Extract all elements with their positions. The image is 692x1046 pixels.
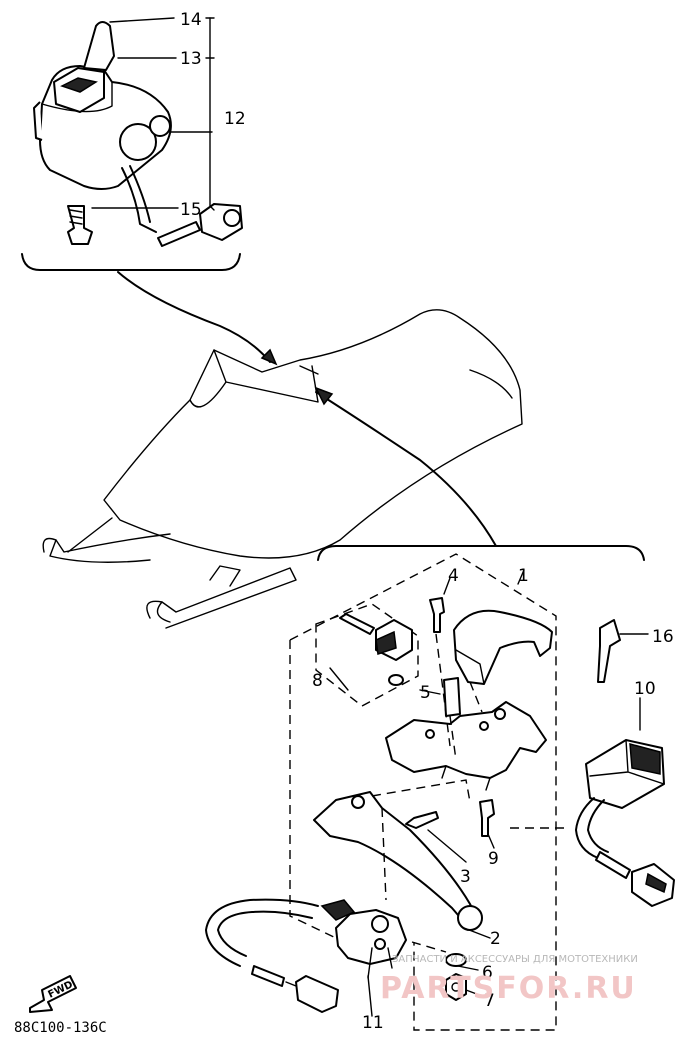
assembly-dashed-frame	[289, 553, 557, 1031]
callout-7: 7	[484, 991, 495, 1011]
part-clamp-cover	[453, 609, 553, 685]
callout-5: 5	[420, 683, 431, 703]
diagram-code: 88C100-136C	[14, 1020, 107, 1036]
callout-9: 9	[488, 849, 499, 869]
snowmobile-outline	[42, 309, 523, 629]
callout-15: 15	[180, 200, 202, 220]
connector-cable-upper	[117, 271, 271, 363]
callout-14: 14	[180, 10, 202, 30]
callout-12: 12	[224, 109, 246, 129]
part-2-lever-ball	[457, 905, 483, 931]
callout-10: 10	[634, 679, 656, 699]
arrow-head-upper	[260, 348, 278, 366]
part-4-bolt	[429, 597, 445, 633]
callout-16: 16	[652, 627, 674, 647]
detail-housing-assembly	[21, 17, 243, 271]
callout-6: 6	[482, 963, 493, 983]
part-5-sleeve	[443, 677, 461, 717]
main-assembly-bracket	[317, 545, 645, 561]
part-7-nut	[445, 973, 467, 1001]
callout-2: 2	[490, 929, 501, 949]
watermark-brand: PARTSFOR.RU	[380, 971, 637, 1006]
part-lever-bracket	[385, 701, 547, 779]
arrow-head-lower	[314, 386, 334, 406]
callout-8: 8	[312, 671, 323, 691]
group-8-dashed-frame	[315, 603, 419, 707]
callout-11: 11	[362, 1013, 384, 1033]
part-16-cable-tie	[597, 619, 621, 683]
watermark-caption: ЗАПЧАСТИ И АКСЕССУАРЫ ДЛЯ МОТОТЕХНИКИ	[392, 954, 638, 965]
part-9-bolt	[479, 799, 495, 837]
callout-3: 3	[460, 867, 471, 887]
connector-cable-lower	[315, 391, 497, 547]
callout-1: 1	[518, 566, 529, 586]
part-8-bolt	[339, 613, 375, 635]
part-8-nut	[388, 674, 404, 686]
callout-4: 4	[448, 566, 459, 586]
callout-13: 13	[180, 49, 202, 69]
fwd-arrow-icon: FWD	[29, 975, 77, 1013]
part-3-screw	[405, 811, 439, 829]
part-6-collar	[445, 953, 467, 967]
